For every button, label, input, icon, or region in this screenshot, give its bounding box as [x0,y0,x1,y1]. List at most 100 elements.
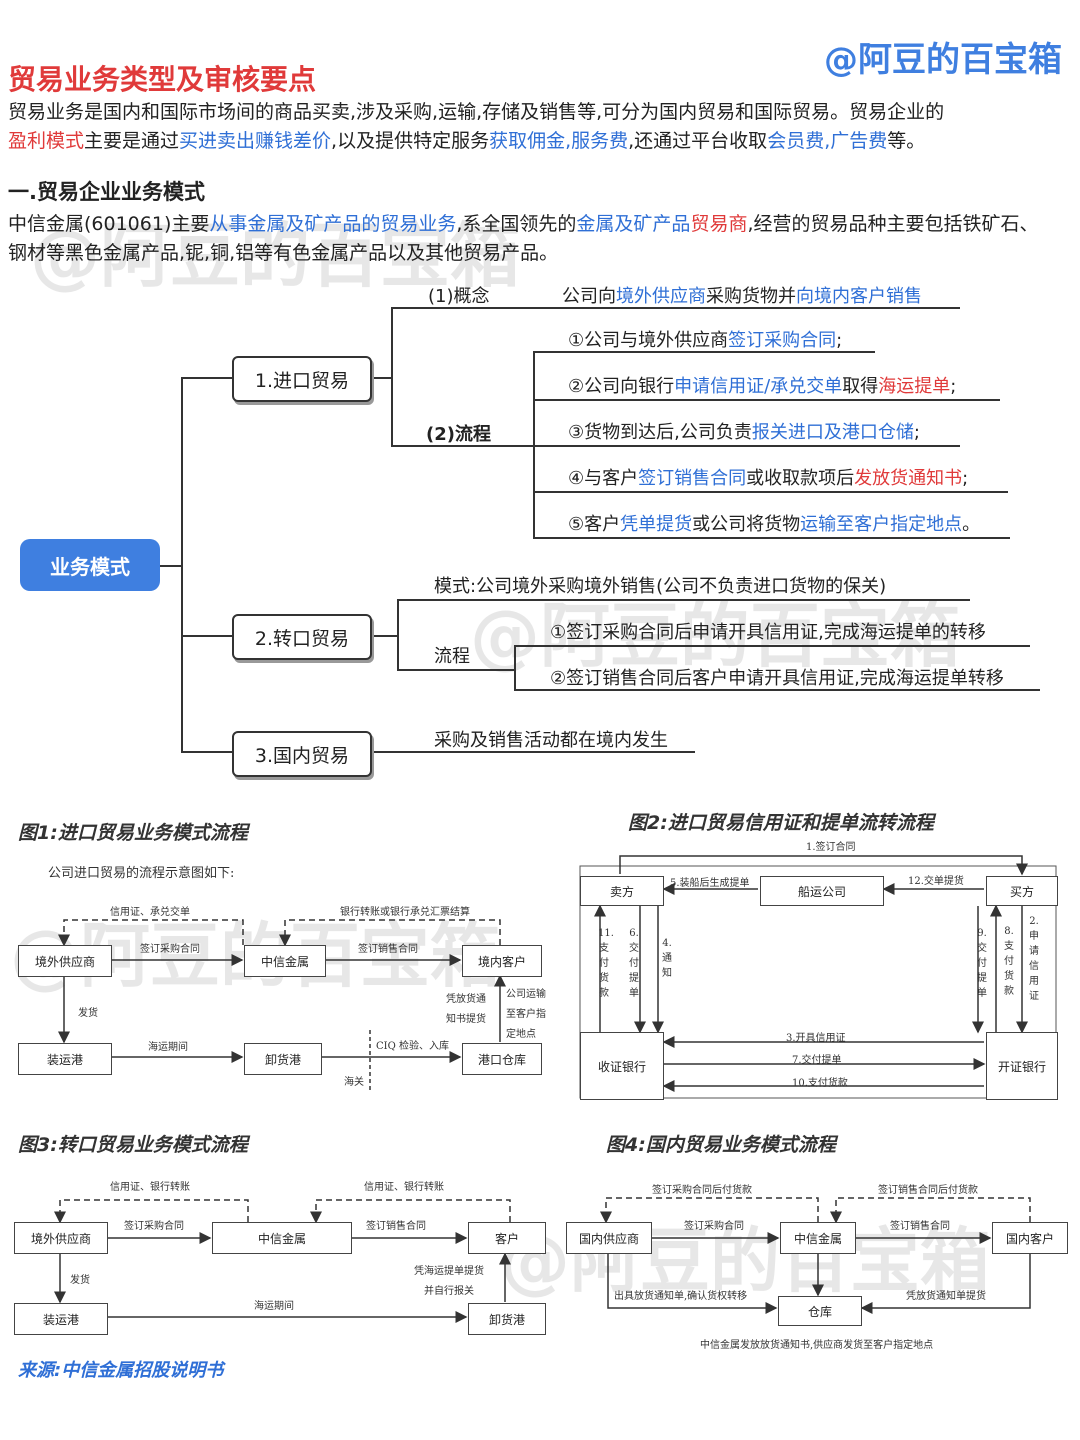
mindmap-node-domestic: 3.国内贸易 [232,731,372,777]
intro-text: ,还通过平台收取 [628,130,768,152]
fig2-label-pickup: 12.交单提货 [908,876,964,887]
text: 并自行报关 [424,1286,474,1297]
highlight: 签订采购合同 [728,330,837,351]
highlight: 签订销售合同 [638,468,747,489]
fig4-pay2-label: 签订销售合同后付货款 [878,1185,978,1196]
text: 公司向 [562,286,616,307]
fig2-label-payment: 10.支付货款 [792,1078,848,1089]
fig3-node-supplier: 境外供应商 [14,1222,108,1254]
fig2-label-bill: 5.装船后生成提单 [670,878,750,889]
text: ; [962,468,969,489]
intro-text: ,以及提供特定服务 [331,130,490,152]
fig4-node-supplier: 国内供应商 [566,1222,652,1254]
section-highlight: 金属及矿产品 [576,213,691,235]
fig4-node-citic: 中信金属 [780,1222,856,1254]
transit-mode: 模式:公司境外采购境外销售(公司不负责进口货物的保关) [434,576,887,597]
section-heading: 一.贸易企业业务模式 [8,180,205,204]
mindmap-node-transit: 2.转口贸易 [232,614,372,660]
fig1-sell-label: 签订销售合同 [358,944,418,955]
fig2-title: 图2:进口贸易信用证和提单流转流程 [628,812,934,834]
fig3-title: 图3:转口贸易业务模式流程 [18,1134,248,1156]
import-step-5: ⑤客户凭单提货或公司将货物运输至客户指定地点。 [568,510,980,536]
fig2-node-seller: 卖方 [580,876,664,906]
fig2-v9: 9.交付提单 [977,928,987,999]
section-highlight: 从事金属及矿产品的贸易业务 [209,213,457,235]
fig1-ciq-label: CIQ 检验、入库 [376,1041,449,1052]
text: 或公司将货物 [692,514,801,535]
text: 知书提货 [446,1014,486,1025]
fig2-label-contract: 1.签订合同 [806,842,856,853]
highlight: 凭单提货 [620,514,693,535]
fig2-label-deliver: 7.交付提单 [792,1055,842,1066]
intro-text: 主要是通过 [84,130,180,152]
transit-flow-label: 流程 [434,646,470,667]
highlight: 境外供应商 [616,286,706,307]
fig1-node-customer: 境内客户 [462,945,542,977]
intro-text: 等。 [887,130,926,152]
fig4-title: 图4:国内贸易业务模式流程 [606,1134,836,1156]
text: ; [950,376,957,397]
fig1-buy-label: 签订采购合同 [140,944,200,955]
background-watermark: @阿豆的百宝箱 [470,595,960,677]
text: 至客户指 [506,1009,546,1020]
text: 凭海运提单提货 [414,1266,484,1277]
fig4-node-warehouse: 仓库 [778,1296,862,1326]
fig2-label-lc: 3.开具信用证 [786,1033,846,1044]
fig1-node-warehouse: 港口仓库 [462,1043,542,1075]
text: ①公司与境外供应商 [568,330,729,351]
transit-step-1: ①签订采购合同后申请开具信用证,完成海运提单的转移 [550,622,986,643]
text: 公司运输 [506,989,546,1000]
background-watermark: @阿豆的百宝箱 [30,215,520,297]
highlight: 海运提单 [878,376,951,397]
fig1-notice-label: 凭放货通知书提货 [446,990,486,1030]
fig3-sell-label: 签订销售合同 [366,1221,426,1232]
fig3-sea-label: 海运期间 [254,1301,294,1312]
text: 取得 [842,376,879,397]
fig4-node-customer: 国内客户 [992,1222,1068,1254]
intro-paragraph: 贸易业务是国内和国际市场间的商品买卖,涉及采购,运输,存储及销售等,可分为国内贸… [8,98,1068,156]
import-flow-label: (2)流程 [426,424,491,445]
page-title: 贸易业务类型及审核要点 [8,63,317,96]
section-text: 钢材等黑色金属产品,铌,铜,铝等有色金属产品以及其他贸易产品。 [8,242,559,264]
import-concept-text: 公司向境外供应商采购货物并向境内客户销售 [562,282,922,308]
mindmap-root: 业务模式 [20,539,160,591]
fig4-pay1-label: 签订采购合同后付货款 [652,1185,752,1196]
fig1-customs-label: 海关 [344,1077,364,1088]
fig1-node-supplier: 境外供应商 [18,945,112,977]
section-paragraph: 中信金属(601061)主要从事金属及矿产品的贸易业务,系全国领先的金属及矿产品… [8,210,1078,268]
text: 定地点 [506,1029,536,1040]
fig1-ship-label: 发货 [78,1008,98,1019]
intro-highlight: 获取佣金,服务费 [489,130,629,152]
fig4-sell-label: 签订销售合同 [890,1221,950,1232]
fig1-node-citic: 中信金属 [244,945,326,977]
mindmap-node-import: 1.进口贸易 [232,356,372,402]
fig1-sea-label: 海运期间 [148,1042,188,1053]
fig3-ship-label: 发货 [70,1275,90,1286]
import-step-1: ①公司与境外供应商签订采购合同; [568,326,842,352]
fig2-v11: 11.支付货款 [598,928,614,999]
domestic-desc: 采购及销售活动都在境内发生 [434,730,668,751]
text: ; [913,422,920,443]
fig1-subtitle: 公司进口贸易的流程示意图如下: [48,866,235,881]
highlight: 发放货通知书 [854,468,963,489]
text: ; [836,330,843,351]
fig3-node-unload-port: 卸货港 [468,1303,546,1335]
mindmap-connectors [160,307,1040,753]
highlight: 向境内客户销售 [796,286,922,307]
text: ②公司向银行 [568,376,675,397]
text: ④与客户 [568,468,639,489]
fig3-lc1-label: 信用证、银行转账 [110,1182,190,1193]
highlight: 申请信用证/承兑交单 [674,376,843,397]
fig3-lc2-label: 信用证、银行转账 [364,1182,444,1193]
fig1-deliver-label: 公司运输至客户指定地点 [506,985,546,1045]
watermark-handle: @阿豆的百宝箱 [824,40,1062,80]
fig3-node-load-port: 装运港 [14,1303,108,1335]
fig3-node-customer: 客户 [468,1222,546,1254]
source-note: 来源:中信金属招股说明书 [18,1360,224,1381]
highlight: 报关进口及港口仓储 [751,422,914,443]
fig1-lc-label: 信用证、承兑交单 [110,907,190,918]
fig2-node-issuing-bank: 开证银行 [986,1032,1058,1100]
section-text: ,经营的贸易品种主要包括铁矿石、 [747,213,1039,235]
fig2-v2: 2.申请信用证 [1029,916,1039,1002]
fig2-node-advising-bank: 收证银行 [580,1032,664,1100]
